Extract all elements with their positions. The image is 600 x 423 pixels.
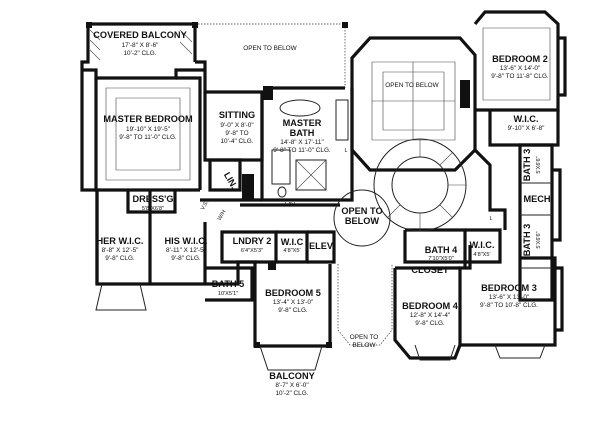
bedroom4-clg: 9'-8" CLG.: [415, 320, 445, 327]
wic-bed2-dims: 9'-10" X 6'-8": [508, 125, 545, 132]
spiral-stair: [373, 138, 467, 232]
covered-balcony-title: COVERED BALCONY: [93, 30, 186, 40]
bedroom5-dims: 13'-4" X 13'-0": [273, 299, 313, 306]
bedroom2-clg: 9'-8" TO 11'-8" CLG.: [491, 73, 549, 80]
balcony-dims: 8'-7" X 6'-0": [275, 382, 308, 389]
master-bedroom-dims: 19'-10" X 19'-5": [126, 126, 170, 133]
his-wic-title: HIS W.I.C.: [165, 236, 208, 246]
stair-open-below: [333, 189, 391, 247]
covered-balcony-clg: 10'-2" CLG.: [124, 50, 157, 57]
bath3-upper-title: BATH 3: [522, 149, 532, 182]
vs-mark: V.S.: [200, 199, 210, 211]
walls: [80, 10, 567, 371]
her-wic-title: HER W.I.C.: [97, 236, 144, 246]
bay-windows: [95, 283, 546, 361]
columns: [86, 22, 470, 348]
covered-balcony-dims: 17'-8" X 8'-6": [122, 42, 159, 49]
master-bedroom-title: MASTER BEDROOM: [103, 114, 193, 124]
linen-mark-2: L: [489, 216, 492, 222]
sitting-title: SITTING: [219, 110, 255, 120]
wic-bed4-title: W.I.C.: [469, 240, 494, 250]
closet-label: CLOSET: [411, 265, 449, 275]
bedroom2-title: BEDROOM 2: [492, 54, 548, 64]
his-wic-clg: 9'-8" CLG.: [171, 255, 201, 262]
open-below-grid: [371, 61, 456, 141]
master-bath-dims: 14'-8" X 17'-11": [280, 139, 323, 146]
bath4-title: BATH 4: [425, 245, 458, 255]
master-bedroom-clg: 9'-8" TO 11'-0" CLG.: [119, 134, 177, 141]
sitting-dims: 9'-0" X 8'-0": [220, 122, 253, 129]
balcony-clg: 10'-2" CLG.: [276, 390, 309, 397]
wic-small-title: W.I.C: [281, 237, 304, 247]
open-below-bottom-2: BELOW: [352, 342, 376, 349]
master-bath-fixtures: [271, 99, 349, 198]
master-bath-clg: 9'-8" TO 11'-0" CLG.: [273, 147, 331, 154]
linen-mark-1: L: [344, 148, 347, 154]
bath4-dims: 7'10"X5'0": [428, 256, 453, 262]
bedroom4-title: BEDROOM 4: [402, 301, 459, 311]
balcony-title: BALCONY: [269, 371, 314, 381]
wic-bed4-dims: 4'8"X5': [473, 252, 490, 258]
bedroom3-title: BEDROOM 3: [481, 283, 537, 293]
bedroom3-dims: 13'-6" X 13'-0": [489, 294, 529, 301]
balcony-hatch: [89, 29, 193, 61]
bath5-title: BATH 5: [212, 279, 245, 289]
master-bath-title-2: BATH: [290, 128, 315, 138]
bedroom5-title: BEDROOM 5: [265, 288, 321, 298]
her-wic-clg: 9'-8" CLG.: [105, 255, 135, 262]
mech-label: MECH: [523, 194, 550, 204]
bedroom5-clg: 9'-8" CLG.: [278, 307, 308, 314]
bath5-dims: 10'X5'1": [218, 291, 238, 297]
master-bath-title-1: MASTER: [283, 118, 322, 128]
bedroom3-clg: 9'-8" TO 10'-8" CLG.: [480, 302, 538, 309]
master-bedroom-ceiling: [105, 87, 191, 181]
wic-bed2-title: W.I.C.: [513, 114, 538, 124]
dressg-dims: 5'8"X6'8": [142, 206, 164, 212]
lndry2-dims: 6'4"X5'3": [241, 248, 263, 254]
lav-mark: LAV: [285, 202, 295, 208]
bath3-lower-title: BATH 3: [522, 224, 532, 257]
sitting-clg-1: 9'-8" TO: [225, 130, 248, 137]
open-below-bottom-1: OPEN TO: [350, 334, 379, 341]
wic-small-dims: 4'8"X5': [283, 248, 300, 254]
wh-mark: W/H: [217, 209, 228, 221]
his-wic-dims: 8'-11" X 12'-5": [166, 247, 206, 254]
sitting-clg-2: 10'-4" CLG.: [221, 138, 254, 145]
open-below-center-label: OPEN TO BELOW: [385, 82, 439, 89]
elev-label: ELEV: [309, 241, 334, 251]
open-below-top-label: OPEN TO BELOW: [243, 45, 297, 52]
bath3-upper-dims: 5'X6'6": [536, 156, 542, 173]
lin-label: LIN.: [222, 170, 239, 190]
open-below-stair-2: BELOW: [345, 216, 380, 226]
bath3-lower-dims: 5'X6'6": [536, 231, 542, 248]
bedroom2-dims: 13'-6" X 14'-0": [500, 65, 540, 72]
bedroom2-ceiling: [482, 27, 551, 101]
dressg-title: DRESS'G: [133, 194, 174, 204]
lndry2-title: LNDRY 2: [233, 236, 272, 246]
her-wic-dims: 8'-8" X 12'-5": [102, 247, 139, 254]
bedroom4-dims: 12'-8" X 14'-4": [410, 312, 450, 319]
labels: COVERED BALCONY 17'-8" X 8'-6" 10'-2" CL…: [93, 30, 551, 397]
open-below-stair-1: OPEN TO: [341, 206, 382, 216]
